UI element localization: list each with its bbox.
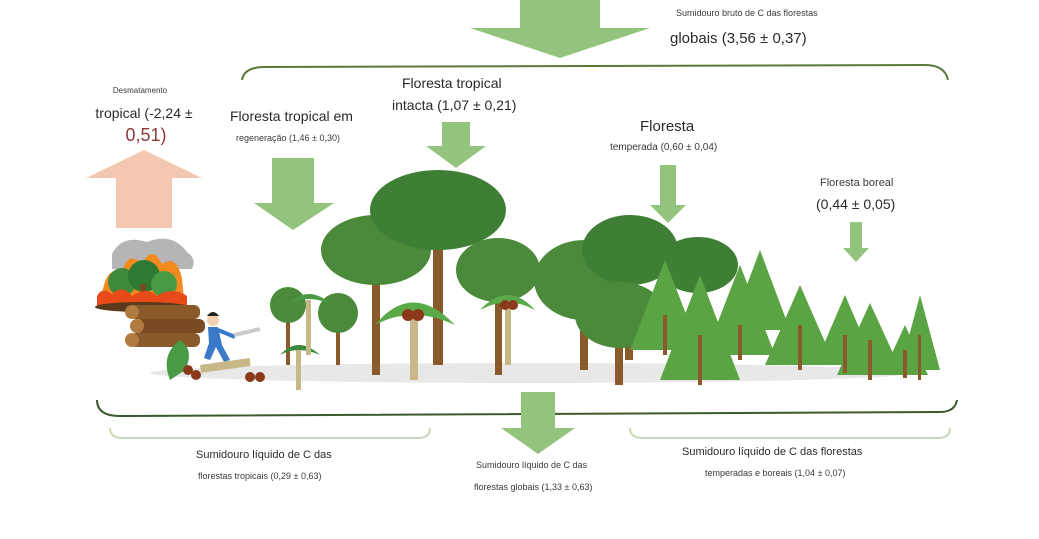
intact-sink-arrow xyxy=(426,122,486,168)
net-temperate-boreal-label-line2: temperadas e boreais (1,04 ± 0,07) xyxy=(705,468,846,478)
forest-illustration xyxy=(125,170,940,390)
gross-sink-title-line1: Sumidouro bruto de C das florestas xyxy=(676,8,818,18)
deforestation-label-line1: Desmatamento xyxy=(112,86,168,95)
temperate-boreal-sub-bracket xyxy=(629,427,951,439)
net-global-sink-arrow xyxy=(501,392,575,454)
tropical-trees xyxy=(270,170,540,390)
net-global-label-line2: florestas globais (1,33 ± 0,63) xyxy=(474,482,593,492)
boreal-sink-arrow xyxy=(843,222,869,262)
deforestation-label-line2: tropical (-2,24 ± xyxy=(95,105,193,121)
regrowth-sink-arrow xyxy=(254,158,334,230)
regrowth-label-line1: Floresta tropical em xyxy=(230,108,353,124)
regrowth-label-line2: regeneração (1,46 ± 0,30) xyxy=(236,133,341,143)
gross-sink-title-line2: globais (3,56 ± 0,37) xyxy=(670,30,807,47)
deforestation-source-arrow xyxy=(86,150,202,228)
top-bracket xyxy=(241,63,949,81)
deforestation-value: 0,51) xyxy=(125,125,167,145)
temperate-label-line2: temperada (0,60 ± 0,04) xyxy=(610,142,718,153)
net-tropical-label-line1: Sumidouro líquido de C das xyxy=(196,449,332,461)
boreal-label-line2: (0,44 ± 0,05) xyxy=(816,196,896,212)
gross-sink-arrow xyxy=(470,0,650,58)
intact-label-line1: Floresta tropical xyxy=(402,75,502,91)
net-tropical-label-line2: florestas tropicais (0,29 ± 0,63) xyxy=(198,471,322,481)
net-temperate-boreal-label-line1: Sumidouro líquido de C das florestas xyxy=(682,446,863,458)
intact-label-line2: intacta (1,07 ± 0,21) xyxy=(392,97,517,113)
lumberjack xyxy=(204,312,261,362)
boreal-label-line1: Floresta boreal xyxy=(820,177,894,189)
temperate-sink-arrow xyxy=(650,165,686,223)
tropical-sub-bracket xyxy=(109,427,431,439)
temperate-label-line1: Floresta xyxy=(640,118,695,135)
net-global-label-line1: Sumidouro líquido de C das xyxy=(476,460,588,470)
logs xyxy=(125,305,205,347)
